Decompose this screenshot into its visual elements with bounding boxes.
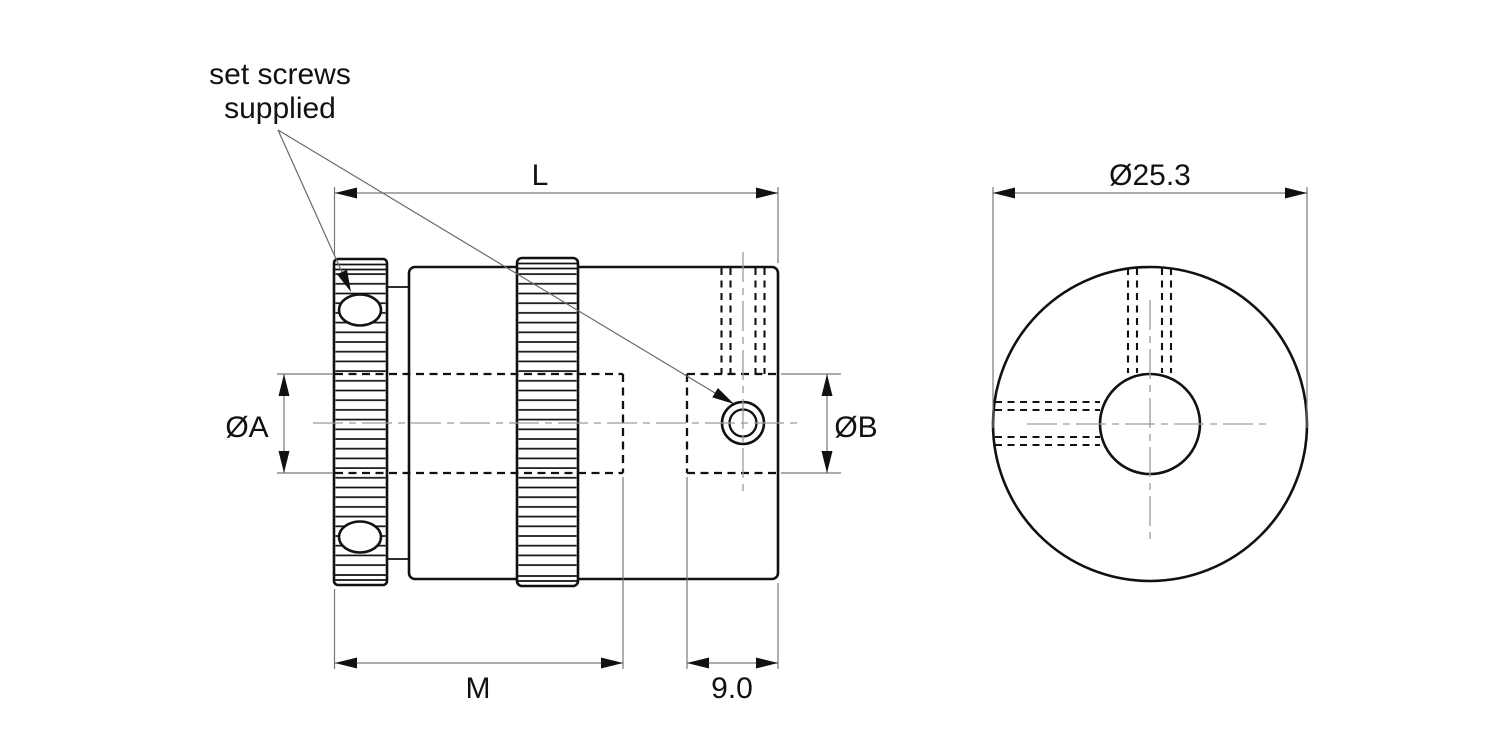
callout-arrow-right xyxy=(712,388,734,404)
dimension-outer-diameter: Ø25.3 xyxy=(992,159,1308,428)
hidden-tapped-hole-front-left xyxy=(995,400,1100,447)
knurled-band-middle xyxy=(515,256,580,588)
dimension-bore-A: ØA xyxy=(225,373,333,474)
side-view xyxy=(313,252,798,588)
callout-leader-left xyxy=(277,129,347,282)
hidden-tapped-hole-front-top xyxy=(1126,268,1173,373)
dim-label-L: L xyxy=(532,159,549,192)
front-view: Ø25.3 xyxy=(991,159,1309,583)
callout-arrow-left xyxy=(337,269,351,292)
set-screw-top xyxy=(337,293,383,327)
knurled-ring-left xyxy=(332,257,389,587)
dimension-M: M xyxy=(333,477,624,705)
dimension-L: L xyxy=(333,159,779,263)
hidden-bore-lines xyxy=(335,372,778,475)
callout-text-line1: set screws xyxy=(209,58,351,91)
dim-label-bore-A: ØA xyxy=(225,411,268,444)
dim-label-9-0: 9.0 xyxy=(711,672,753,705)
callout-text-line2: supplied xyxy=(224,92,336,125)
dim-label-M: M xyxy=(466,672,491,705)
dimension-bore-B: ØB xyxy=(781,373,878,474)
callout-leader-right xyxy=(277,129,721,397)
dim-label-outer-diameter: Ø25.3 xyxy=(1109,159,1191,192)
dimension-9-0: 9.0 xyxy=(686,477,779,705)
set-screw-bottom xyxy=(337,520,383,554)
hidden-tapped-hole-side xyxy=(720,268,766,374)
dim-label-bore-B: ØB xyxy=(834,411,877,444)
set-screws-callout: set screws supplied xyxy=(209,58,734,404)
